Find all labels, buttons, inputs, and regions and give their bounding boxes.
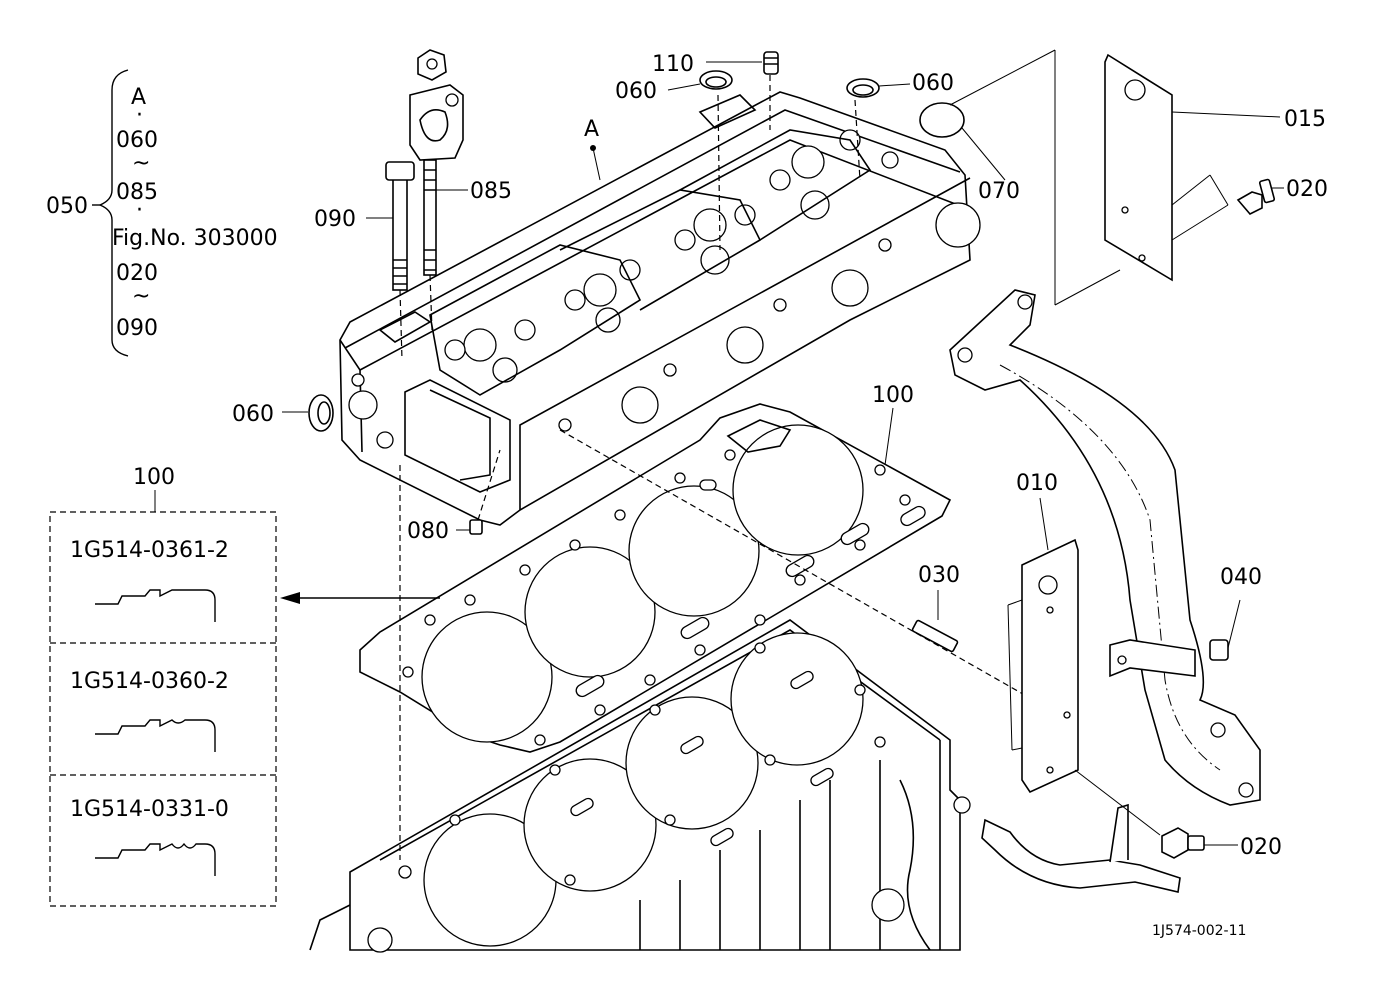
svg-text:·: · bbox=[136, 103, 143, 128]
top-small-parts: 110 060 060 070 060 080 bbox=[232, 49, 1121, 544]
figure-code: 1J574-002-11 bbox=[1152, 923, 1246, 939]
assembly-050-bracket: 050 A · 060 ~ 085 · Fig.No. 303000 020 ~… bbox=[46, 69, 278, 357]
callout-010: 010 bbox=[1016, 471, 1058, 496]
callout-110: 110 bbox=[652, 52, 694, 77]
assembly-line-085: 085 bbox=[116, 180, 158, 205]
callout-030: 030 bbox=[918, 563, 960, 588]
callout-040: 040 bbox=[1220, 565, 1262, 590]
svg-text:~: ~ bbox=[132, 284, 150, 309]
gasket-part-no: 1G514-0331-0 bbox=[70, 797, 229, 822]
assembly-line-fig: Fig.No. 303000 bbox=[112, 226, 278, 251]
callout-070: 070 bbox=[978, 179, 1020, 204]
callout-060-top: 060 bbox=[615, 79, 657, 104]
assembly-line-a: A bbox=[131, 85, 146, 110]
marker-a-label: A bbox=[584, 117, 599, 142]
gasket-option-1: 1G514-0361-2 bbox=[70, 538, 229, 622]
cylinder-head: A bbox=[339, 91, 981, 526]
assembly-line-060: 060 bbox=[116, 128, 158, 153]
gasket-option-2: 1G514-0360-2 bbox=[70, 669, 229, 752]
gasket-options-ref: 100 bbox=[133, 465, 175, 490]
head-bolts: 085 090 bbox=[314, 49, 512, 361]
callout-085: 085 bbox=[470, 179, 512, 204]
valve-pockets bbox=[444, 129, 899, 383]
assembly-line-020: 020 bbox=[116, 261, 158, 286]
cylinder-block bbox=[309, 619, 971, 953]
dashed-guides bbox=[399, 75, 1066, 860]
head-gasket bbox=[359, 403, 952, 753]
callout-060-left: 060 bbox=[232, 402, 274, 427]
svg-text:~: ~ bbox=[132, 151, 150, 176]
callout-020-bottom: 020 bbox=[1240, 835, 1282, 860]
gasket-options-panel: 100 1G514-0361-2 1G514-0360-2 1G514-0331… bbox=[49, 465, 277, 907]
callout-100-gasket: 100 bbox=[872, 383, 914, 408]
gasket-part-no: 1G514-0361-2 bbox=[70, 538, 229, 563]
callout-015: 015 bbox=[1284, 107, 1326, 132]
plate-010: 010 030 020 bbox=[911, 471, 1282, 893]
plate-015: 015 020 bbox=[1104, 53, 1328, 282]
callout-060-right: 060 bbox=[912, 71, 954, 96]
gasket-option-3: 1G514-0331-0 bbox=[70, 797, 229, 876]
callout-020-top: 020 bbox=[1286, 177, 1328, 202]
hanger-pipe: 040 bbox=[949, 289, 1262, 806]
gasket-part-no: 1G514-0360-2 bbox=[70, 669, 229, 694]
gasket-callout: 100 bbox=[280, 383, 914, 604]
svg-text:·: · bbox=[136, 198, 143, 223]
callout-090: 090 bbox=[314, 207, 356, 232]
callout-080: 080 bbox=[407, 519, 449, 544]
assembly-ref-label: 050 bbox=[46, 194, 88, 219]
assembly-line-090: 090 bbox=[116, 316, 158, 341]
